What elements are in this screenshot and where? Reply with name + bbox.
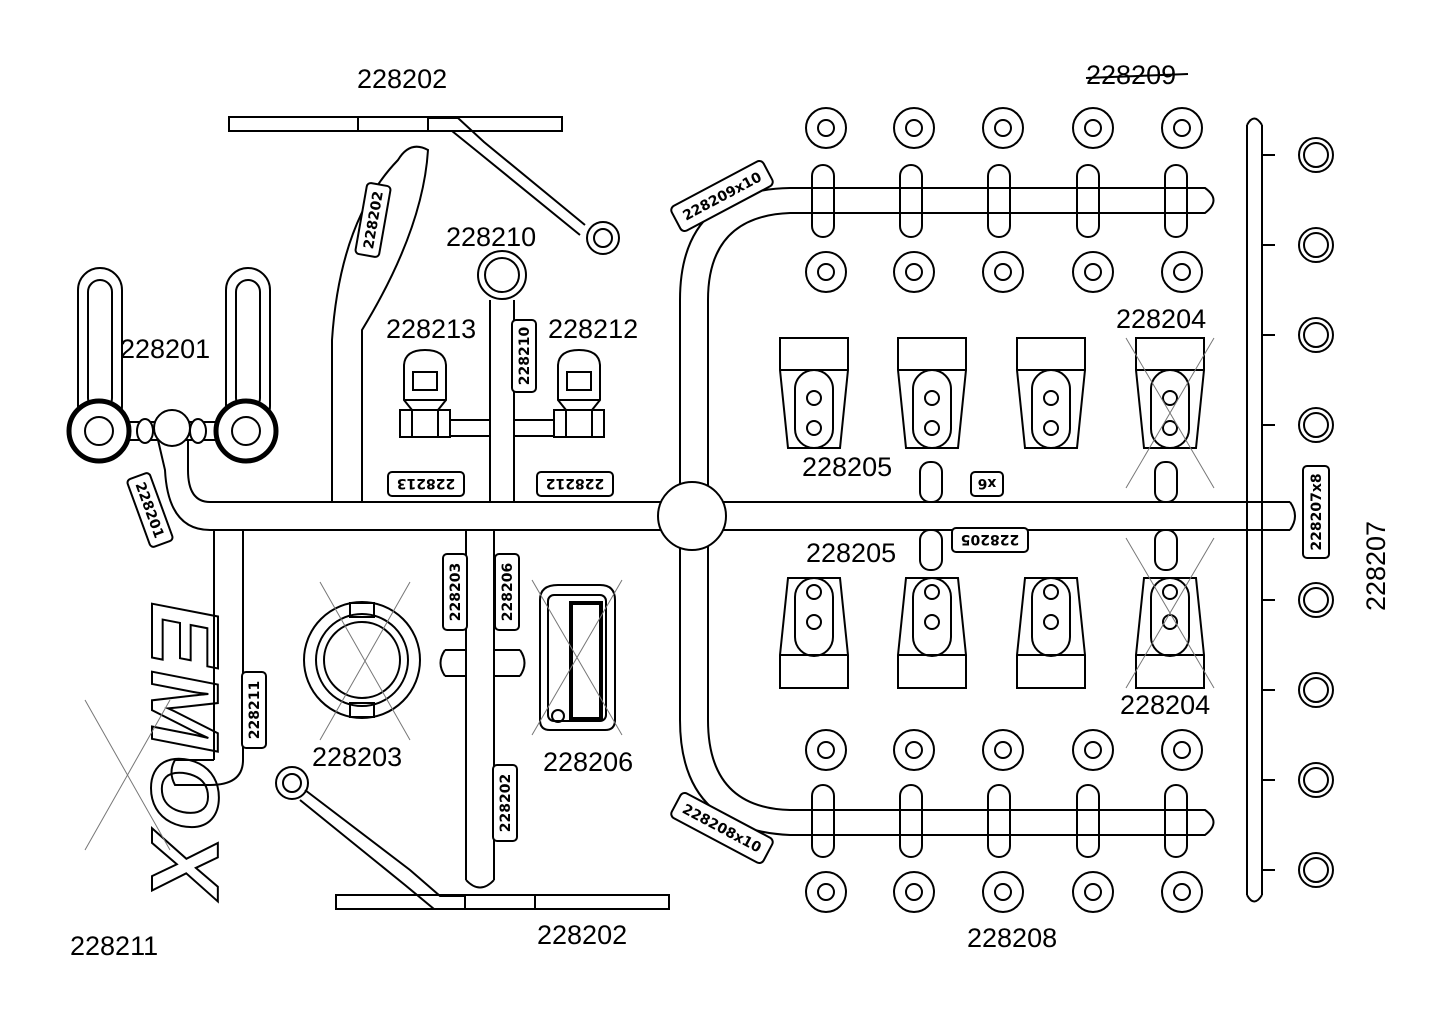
ring-228210 (477, 250, 527, 300)
label-228208: 228208 (967, 923, 1057, 953)
tag-228207x8: 228207x8 (1302, 465, 1330, 559)
label-228205-top: 228205 (802, 452, 892, 482)
svg-text:228207x8: 228207x8 (1309, 473, 1325, 550)
label-228213: 228213 (386, 314, 476, 344)
tag-228211: 228211 (241, 671, 267, 749)
svg-text:228203: 228203 (448, 563, 464, 621)
rect-part-228206 (531, 579, 623, 736)
part-labels: 228202 228209 228210 228201 228213 22821… (70, 60, 1391, 961)
label-228204-top: 228204 (1116, 304, 1206, 334)
label-228202-top: 228202 (357, 64, 447, 94)
svg-text:x6: x6 (978, 475, 997, 491)
label-228212: 228212 (548, 314, 638, 344)
tag-228210: 228210 (511, 319, 537, 393)
gate-stubs (811, 154, 1275, 871)
label-228210: 228210 (446, 222, 536, 252)
label-228205-bottom: 228205 (806, 538, 896, 568)
round-part-228203 (303, 581, 421, 741)
emox-logo: EMOX (84, 601, 239, 903)
washers-228209 (805, 107, 1203, 293)
rods-228202 (228, 116, 670, 910)
svg-text:228210: 228210 (517, 327, 533, 386)
mount-blocks-228205 (779, 337, 1215, 689)
tag-228203: 228203 (442, 553, 468, 631)
tag-x6: x6 (970, 471, 1004, 497)
svg-text:228213: 228213 (397, 475, 455, 491)
sprue-runners (157, 117, 1296, 903)
tag-228212: 228212 (536, 471, 614, 497)
tag-228213: 228213 (387, 471, 465, 497)
label-228211: 228211 (70, 931, 158, 961)
seats-228213-228212 (399, 348, 605, 438)
arms-228201 (66, 267, 279, 464)
label-228201: 228201 (120, 334, 210, 364)
svg-text:228205: 228205 (961, 531, 1019, 547)
svg-text:228202: 228202 (498, 774, 514, 832)
tag-228205: 228205 (951, 527, 1029, 553)
emox-logo-text: EMOX (131, 602, 238, 902)
svg-text:228212: 228212 (546, 475, 604, 491)
label-228204-bottom: 228204 (1120, 690, 1210, 720)
tag-228208x10: 228208x10 (670, 791, 774, 865)
tag-228202-lower: 228202 (492, 764, 518, 842)
label-228202-bottom: 228202 (537, 920, 627, 950)
label-228203: 228203 (312, 742, 402, 772)
tag-228202-upper: 228202 (354, 182, 392, 258)
washers-228208 (805, 729, 1203, 913)
rings-228207 (1298, 137, 1334, 888)
tag-228209x10: 228209x10 (670, 159, 774, 233)
svg-text:228211: 228211 (247, 681, 263, 739)
label-228206: 228206 (543, 747, 633, 777)
tag-228206: 228206 (494, 553, 520, 631)
label-228207-side: 228207 (1361, 521, 1391, 611)
svg-text:228206: 228206 (500, 563, 516, 621)
